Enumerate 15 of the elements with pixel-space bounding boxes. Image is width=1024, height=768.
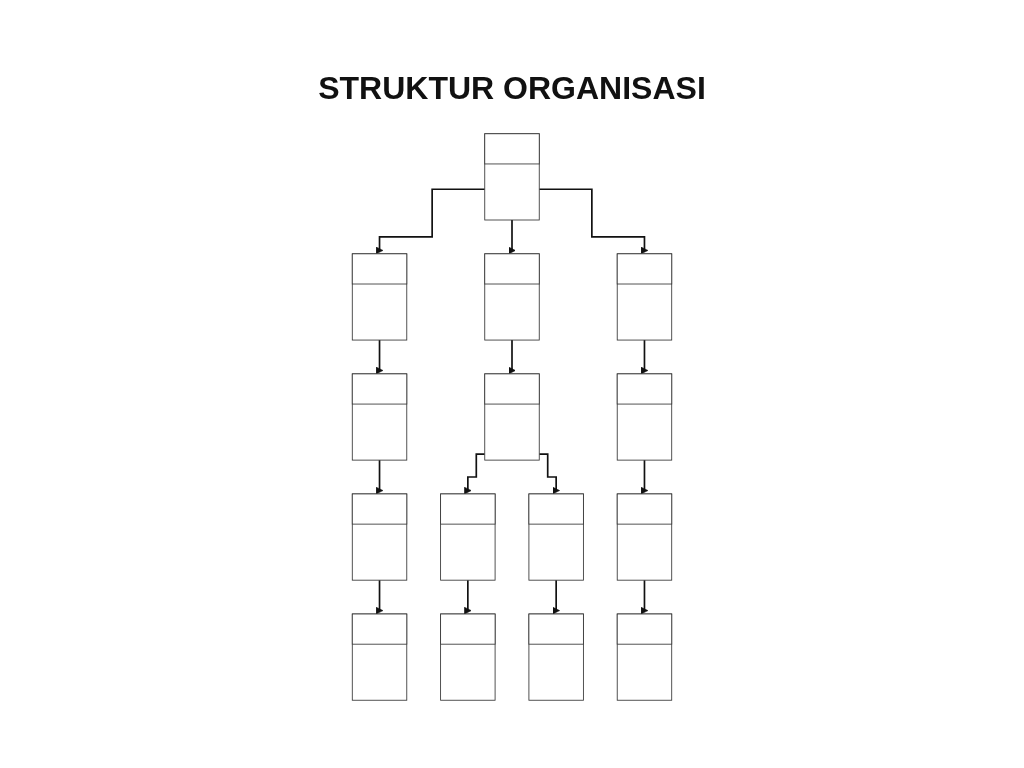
arrow [375,579,384,615]
arrow [538,453,560,495]
diagram-title: STRUKTUR ORGANISASI [317,70,707,107]
arrow [538,188,649,255]
arrow [508,219,516,255]
arrow [464,453,486,495]
arrow [640,459,649,495]
arrow [375,339,384,375]
arrow [640,339,649,375]
arrow [375,459,384,495]
arrow [640,579,649,615]
arrow [375,188,486,255]
arrow [552,579,560,615]
arrow [464,579,472,615]
arrow [508,339,516,375]
